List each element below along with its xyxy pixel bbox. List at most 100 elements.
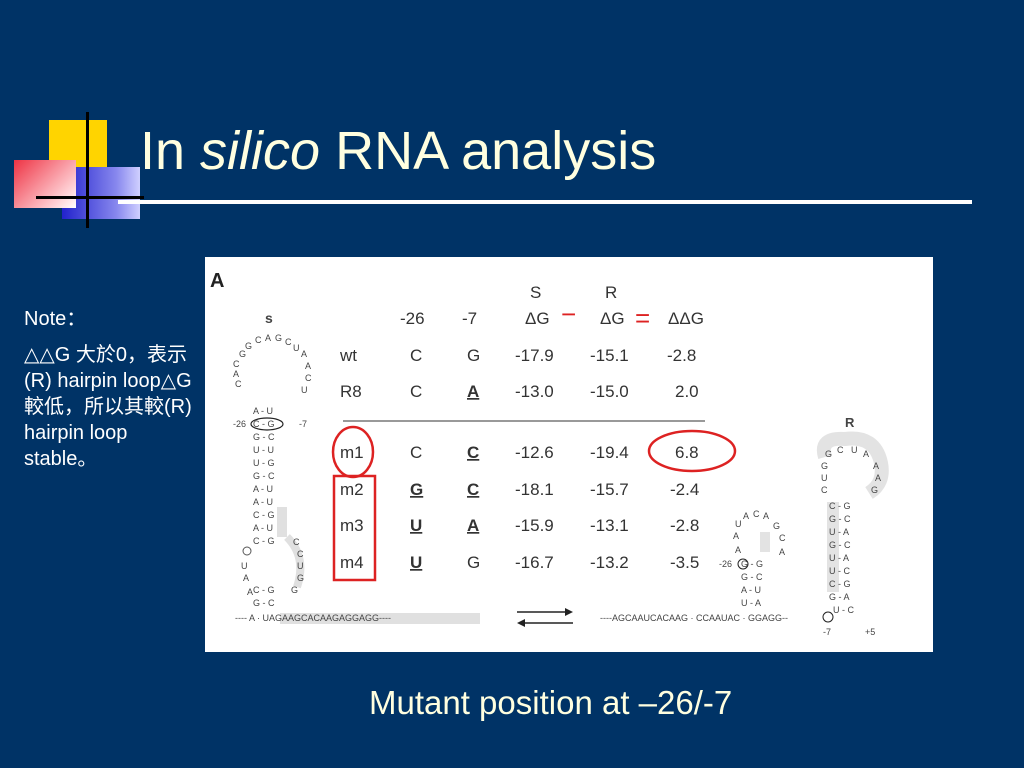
svg-text:A: A (243, 573, 249, 583)
row-dg-r: -15.1 (590, 346, 629, 365)
svg-text:G - C: G - C (829, 514, 851, 524)
svg-text:G: G (239, 349, 246, 359)
svg-text:A: A (863, 449, 869, 459)
svg-text:U: U (301, 385, 308, 395)
row-p26: U (410, 516, 422, 535)
svg-text:C - G: C - G (253, 585, 275, 595)
svg-text:C: C (779, 533, 786, 543)
row-name: wt (339, 346, 357, 365)
title-italic: silico (200, 121, 321, 181)
svg-text:U: U (241, 561, 248, 571)
row-ddg: -3.5 (670, 553, 699, 572)
row-p7: G (467, 346, 480, 365)
svg-text:G - G: G - G (741, 559, 763, 569)
header-s: S (530, 283, 541, 302)
panel-label: A (210, 270, 224, 292)
row-p26: U (410, 553, 422, 572)
svg-text:G: G (773, 521, 780, 531)
row-name: R8 (340, 382, 362, 401)
svg-text:G - C: G - C (253, 598, 275, 608)
svg-text:U - A: U - A (741, 598, 761, 608)
svg-text:-7: -7 (299, 419, 307, 429)
svg-text:C: C (293, 537, 300, 547)
svg-text:A: A (301, 349, 307, 359)
svg-text:G - C: G - C (253, 432, 275, 442)
svg-text:G: G (297, 573, 304, 583)
svg-text:C: C (255, 335, 262, 345)
row-dg-s: -17.9 (515, 346, 554, 365)
row-name: m4 (340, 553, 364, 572)
svg-text:U: U (735, 519, 742, 529)
svg-text:A: A (733, 531, 739, 541)
svg-text:U: U (297, 561, 304, 571)
row-ddg: -2.8 (667, 346, 696, 365)
svg-text:U - A: U - A (829, 553, 849, 563)
row-p7: C (467, 443, 479, 462)
title-prefix: In (140, 121, 201, 181)
right-bottom-sequence: ----AGCAAUCACAAG · CCAAUAC · GGAGG-- (600, 613, 788, 623)
row-dg-s: -12.6 (515, 443, 554, 462)
svg-text:C: C (753, 509, 760, 519)
row-dg-s: -18.1 (515, 480, 554, 499)
svg-text:U - G: U - G (253, 458, 275, 468)
svg-text:A: A (305, 361, 311, 371)
svg-text:C: C (837, 445, 844, 455)
svg-text:G: G (821, 461, 828, 471)
right-mark-m7: -7 (823, 627, 831, 637)
equals-sign: = (635, 303, 650, 333)
row-p7: A (467, 382, 479, 401)
svg-text:G: G (871, 485, 878, 495)
svg-text:A: A (875, 473, 881, 483)
col-header-dg-s: ΔG (525, 309, 550, 328)
svg-text:A: A (779, 547, 785, 557)
table-row: wt C G -17.9 -15.1 -2.8 (339, 346, 696, 365)
note-box: Note： △△G 大於0，表示(R) hairpin loop△G較低，所以其… (24, 306, 206, 482)
row-p26: G (410, 480, 423, 499)
svg-text:G - C: G - C (829, 540, 851, 550)
svg-text:A: A (265, 333, 271, 343)
svg-text:G - C: G - C (253, 471, 275, 481)
row-ddg: -2.4 (670, 480, 699, 499)
row-name: m1 (340, 443, 364, 462)
note-heading: Note： (24, 308, 87, 330)
row-dg-r: -13.2 (590, 553, 629, 572)
right-mark-p5: +5 (865, 627, 875, 637)
figure-caption: Mutant position at –26/-7 (369, 684, 733, 721)
row-dg-s: -16.7 (515, 553, 554, 572)
svg-text:A: A (735, 545, 741, 555)
row-p26: C (410, 382, 422, 401)
row-name: m2 (340, 480, 364, 499)
row-ddg: 2.0 (675, 382, 699, 401)
note-body: △△G 大於0，表示(R) hairpin loop△G較低，所以其較(R) h… (24, 344, 192, 470)
mutants-highlight-box (332, 474, 377, 582)
svg-text:A - U: A - U (253, 406, 273, 416)
energy-table: S R − = -26 -7 ΔG ΔG ΔΔG wt C G -17.9 -1… (339, 283, 705, 572)
minus-sign: − (561, 299, 576, 329)
row-p7: G (467, 553, 480, 572)
svg-text:U: U (293, 343, 300, 353)
equilibrium-arrows (517, 608, 573, 627)
row-ddg: -2.8 (670, 516, 699, 535)
svg-text:U: U (821, 473, 828, 483)
row-p26: C (410, 346, 422, 365)
svg-text:C: C (297, 549, 304, 559)
col-header-dg-r: ΔG (600, 309, 625, 328)
horizontal-line (36, 196, 144, 199)
svg-text:C: C (235, 379, 242, 389)
svg-text:-26: -26 (719, 559, 732, 569)
row-p7: C (467, 480, 479, 499)
svg-text:A - U: A - U (741, 585, 761, 595)
table-row: m2 G C -18.1 -15.7 -2.4 (340, 480, 699, 499)
svg-text:A - U: A - U (253, 484, 273, 494)
svg-text:A: A (233, 369, 239, 379)
right-structure-label: R (845, 415, 855, 430)
svg-text:A: A (247, 587, 253, 597)
table-row: m3 U A -15.9 -13.1 -2.8 (340, 516, 699, 535)
title-underline (118, 200, 972, 204)
svg-text:G: G (275, 333, 282, 343)
svg-text:C - G: C - G (253, 419, 275, 429)
